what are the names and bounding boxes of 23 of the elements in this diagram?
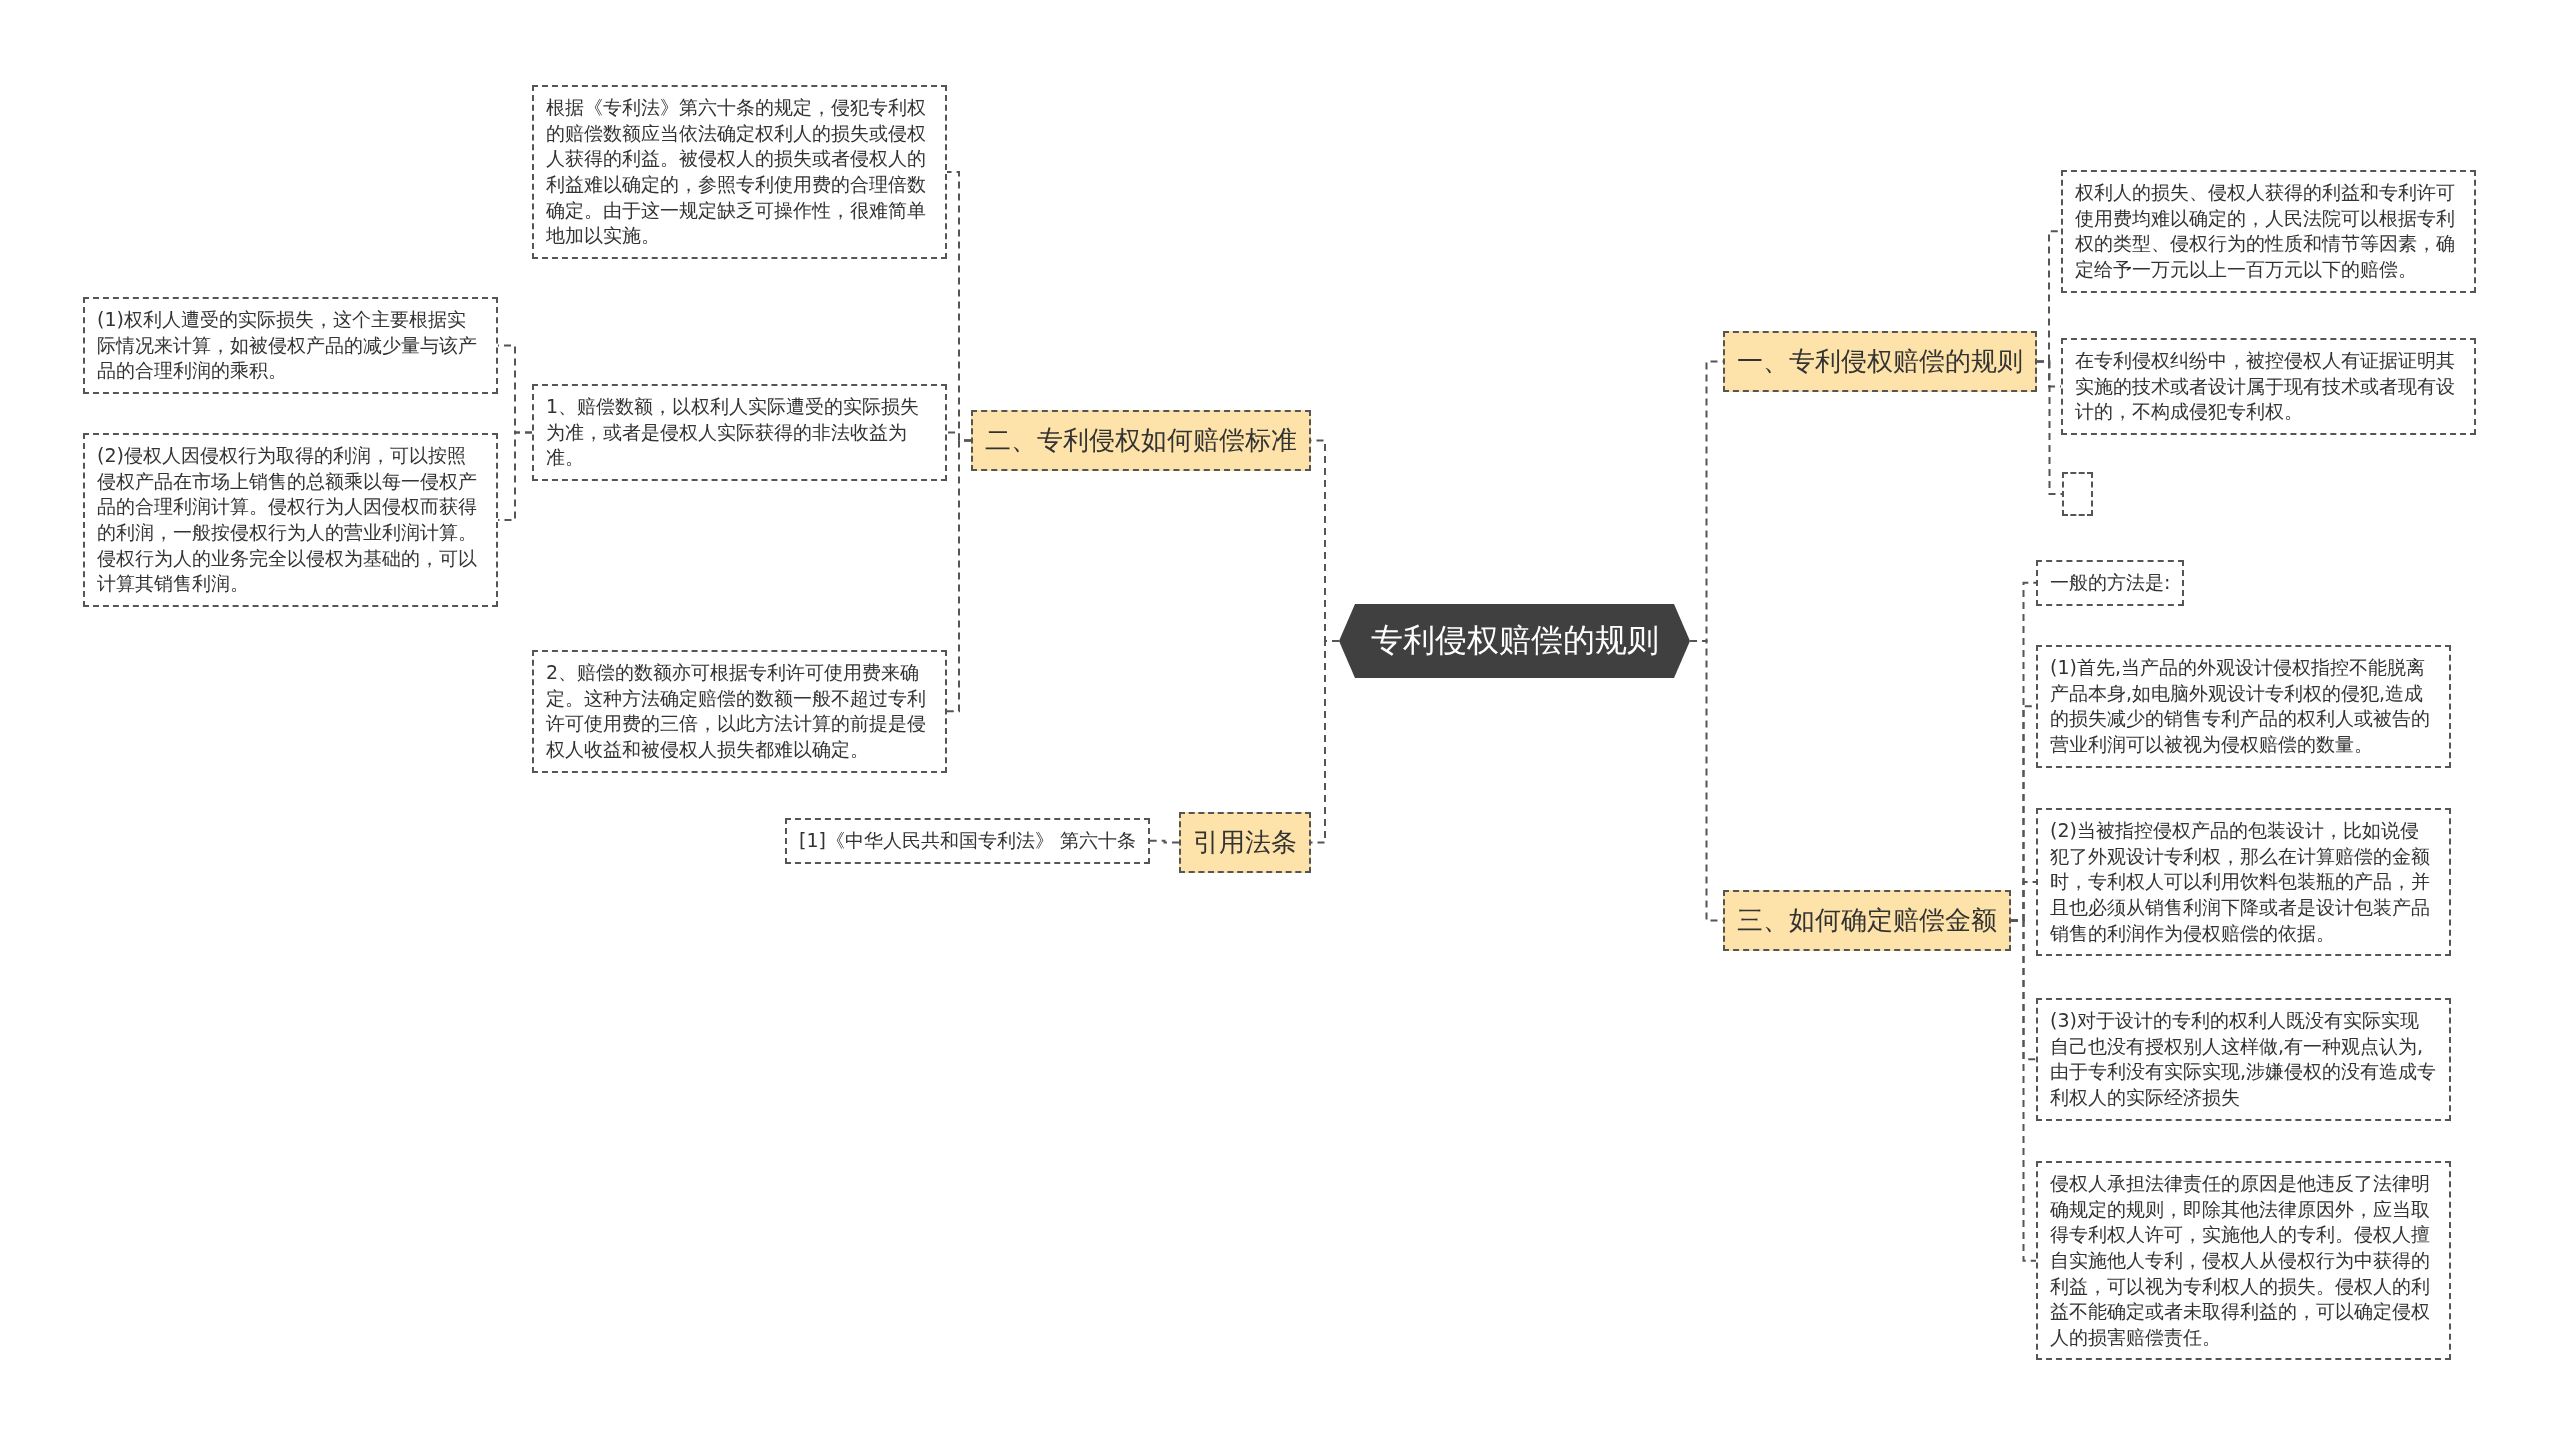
text-box: 根据《专利法》第六十条的规定，侵犯专利权的赔偿数额应当依法确定权利人的损失或侵权人获得的利益。被侵权人的损失或者侵权人的利益难以确定的，参照专利使用费的合理倍数确定。由于这一规定缺乏可操作性，很难简单地加以实施。 — [532, 85, 947, 259]
text-box: [1]《中华人民共和国专利法》 第六十条 — [785, 818, 1150, 864]
text-box: 权利人的损失、侵权人获得的利益和专利许可使用费均难以确定的，人民法院可以根据专利权的类型、侵权行为的性质和情节等因素，确定给予一万元以上一百万元以下的赔偿。 — [2061, 170, 2476, 293]
text-box: 2、赔偿的数额亦可根据专利许可使用费来确定。这种方法确定赔偿的数额一般不超过专利许可使用费的三倍，以此方法计算的前提是侵权人收益和被侵权人损失都难以确定。 — [532, 650, 947, 773]
text-box: (3)对于设计的专利的权利人既没有实际实现自己也没有授权别人这样做,有一种观点认为,由于专利没有实际实现,涉嫌侵权的没有造成专利权人的实际经济损失 — [2036, 998, 2451, 1121]
branch-topic-box: 引用法条 — [1179, 812, 1311, 873]
text-box: (1)首先,当产品的外观设计侵权指控不能脱离产品本身,如电脑外观设计专利权的侵犯,造成的损失减少的销售专利产品的权利人或被告的营业利润可以被视为侵权赔偿的数量。 — [2036, 645, 2451, 768]
branch-topic-box: 二、专利侵权如何赔偿标准 — [971, 410, 1311, 471]
text-box: (2)侵权人因侵权行为取得的利润，可以按照侵权产品在市场上销售的总额乘以每一侵权产品的合理利润计算。侵权行为人因侵权而获得的利润，一般按侵权行为人的营业利润计算。侵权行为人的业务完全以侵权为基础的，可以计算其销售利润。 — [83, 433, 498, 607]
connector-line — [2010, 919, 2037, 1262]
text-box: (1)权利人遭受的实际损失，这个主要根据实际情况来计算，如被侵权产品的减少量与该产品的合理利润的乘积。 — [83, 297, 498, 394]
connector-line — [1149, 839, 1180, 844]
connector-line — [2036, 360, 2063, 495]
central-topic: 专利侵权赔偿的规则 — [1339, 604, 1690, 678]
text-box: (2)当被指控侵权产品的包装设计，比如说侵犯了外观设计专利权，那么在计算赔偿的金额时，专利权人可以利用饮料包装瓶的产品，并且也必须从销售利润下降或者是设计包装产品销售的利润作为侵权赔偿的依据。 — [2036, 808, 2451, 957]
text-box: 1、赔偿数额，以权利人实际遭受的实际损失为准，或者是侵权人实际获得的非法收益为准。 — [532, 384, 947, 481]
text-box: 一般的方法是: — [2036, 560, 2185, 606]
text-box: 在专利侵权纠纷中，被控侵权人有证据证明其实施的技术或者设计属于现有技术或者现有设计的，不构成侵犯专利权。 — [2061, 338, 2476, 435]
connector-line — [946, 439, 972, 713]
branch-topic-box: 一、专利侵权赔偿的规则 — [1723, 331, 2037, 392]
text-box: 侵权人承担法律责任的原因是他违反了法律明确规定的规则，即除其他法律原因外，应当取得专利权人许可，实施他人的专利。侵权人擅自实施他人专利，侵权人从侵权行为中获得的利益，可以视为专利权人的损失。侵权人的利益不能确定或者未取得利益的，可以确定侵权人的损害赔偿责任。 — [2036, 1161, 2451, 1361]
branch-topic-box: 三、如何确定赔偿金额 — [1723, 890, 2011, 951]
empty-box — [2062, 472, 2093, 516]
